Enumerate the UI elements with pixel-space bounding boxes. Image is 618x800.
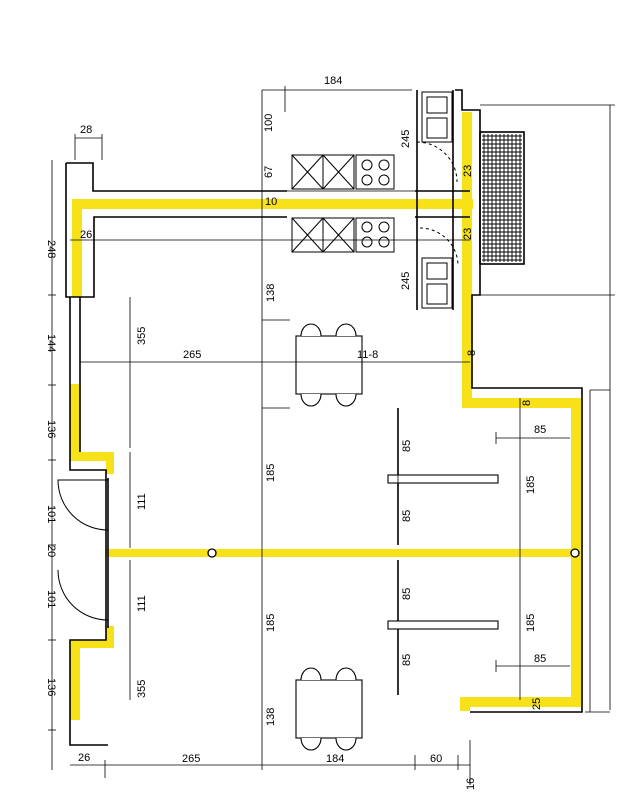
highlight-left-seg-2	[70, 452, 112, 461]
wall-left-tower-outer	[65, 163, 287, 298]
dim-85-d: 85	[401, 654, 413, 666]
door-swing-bottom	[419, 227, 459, 267]
dim-85-c: 85	[401, 588, 413, 600]
dim-265-bot: 265	[182, 753, 200, 765]
dim-25: 25	[531, 698, 543, 710]
entry-doors	[57, 478, 109, 628]
dim-185-bot: 185	[265, 614, 277, 632]
highlight-left-seg-6	[70, 640, 80, 720]
dim-20: 20	[45, 545, 57, 557]
dim-185-mid: 185	[265, 464, 277, 482]
dim-26-bot: 26	[78, 752, 90, 764]
highlight-bottom-step-down	[460, 697, 470, 711]
dim-100: 100	[263, 114, 275, 132]
stair-hatching	[482, 134, 522, 262]
dim-248: 248	[45, 240, 57, 258]
door-top	[57, 479, 109, 531]
dim-85-bot-h: 85	[534, 653, 546, 665]
highlight-right-vertical	[462, 112, 472, 402]
highlight-middle-horizontal	[106, 549, 580, 557]
highlight-bottom-step	[460, 697, 581, 707]
kitchen-fixtures	[291, 91, 459, 309]
dim-67: 67	[263, 166, 275, 178]
dim-138-bot: 138	[265, 708, 277, 726]
dimension-lines	[48, 86, 615, 785]
dim-184-bot: 184	[326, 753, 344, 765]
stair-box	[479, 131, 525, 265]
dim-85-a: 85	[401, 440, 413, 452]
dim-23-b: 23	[462, 228, 474, 240]
highlight-left-vertical	[72, 199, 82, 297]
dim-28: 28	[80, 124, 92, 136]
highlight-left-seg-5	[70, 640, 114, 648]
dimension-labels: 184 28 100 245 67 23 10 23 248 26 245 13…	[45, 75, 546, 790]
dim-138-top: 138	[265, 284, 277, 302]
dim-355-top: 355	[136, 327, 148, 345]
walls	[65, 89, 583, 746]
dim-60: 60	[430, 753, 442, 765]
cooktop-lower	[355, 217, 395, 253]
wall-left-tower	[66, 162, 287, 192]
sink-top	[421, 91, 453, 143]
shelf-top	[387, 474, 499, 484]
dim-8-a: 8	[466, 350, 478, 356]
dim-265-top: 265	[183, 349, 201, 361]
dim-184-top: 184	[324, 75, 342, 87]
dim-85-b: 85	[401, 510, 413, 522]
dining-table-bottom	[295, 679, 363, 739]
dining-tables	[295, 323, 499, 751]
column-marker-left	[207, 548, 217, 558]
dim-101-top: 101	[45, 505, 57, 523]
dim-8-b: 8	[521, 400, 533, 406]
door-bottom	[57, 569, 109, 621]
dim-101-bot: 101	[45, 590, 57, 608]
dim-245-mid: 245	[400, 272, 412, 290]
dim-136-bot: 136	[45, 678, 57, 696]
dim-10: 10	[265, 196, 277, 208]
wall-left-exterior	[69, 297, 108, 746]
dim-16: 16	[465, 778, 477, 790]
dim-85-top-h: 85	[534, 424, 546, 436]
dim-144: 144	[45, 334, 57, 352]
highlight-left-seg-3	[106, 452, 114, 474]
highlight-left-seg-4	[106, 626, 114, 646]
highlight-top-horizontal	[78, 199, 473, 209]
shelf-bottom	[387, 620, 499, 630]
column-marker-right	[570, 548, 580, 558]
dim-111-top: 111	[136, 493, 148, 510]
highlight-left-seg-1	[70, 384, 80, 458]
dim-table-118: 11-8	[357, 349, 378, 361]
dim-185-right-bot: 185	[525, 614, 537, 632]
cooktop-upper	[355, 154, 395, 190]
dim-23-a: 23	[462, 165, 474, 177]
dim-185-right-top: 185	[525, 476, 537, 494]
dim-26-top: 26	[80, 229, 92, 241]
dim-355-bot: 355	[136, 680, 148, 698]
sink-bottom	[421, 257, 453, 309]
dim-111-bot: 111	[136, 595, 148, 612]
dim-136-top: 136	[45, 420, 57, 438]
dim-245-top: 245	[400, 130, 412, 148]
highlight-step-horizontal	[462, 398, 580, 408]
door-swing-top	[416, 141, 458, 183]
dining-table-top	[295, 335, 363, 395]
